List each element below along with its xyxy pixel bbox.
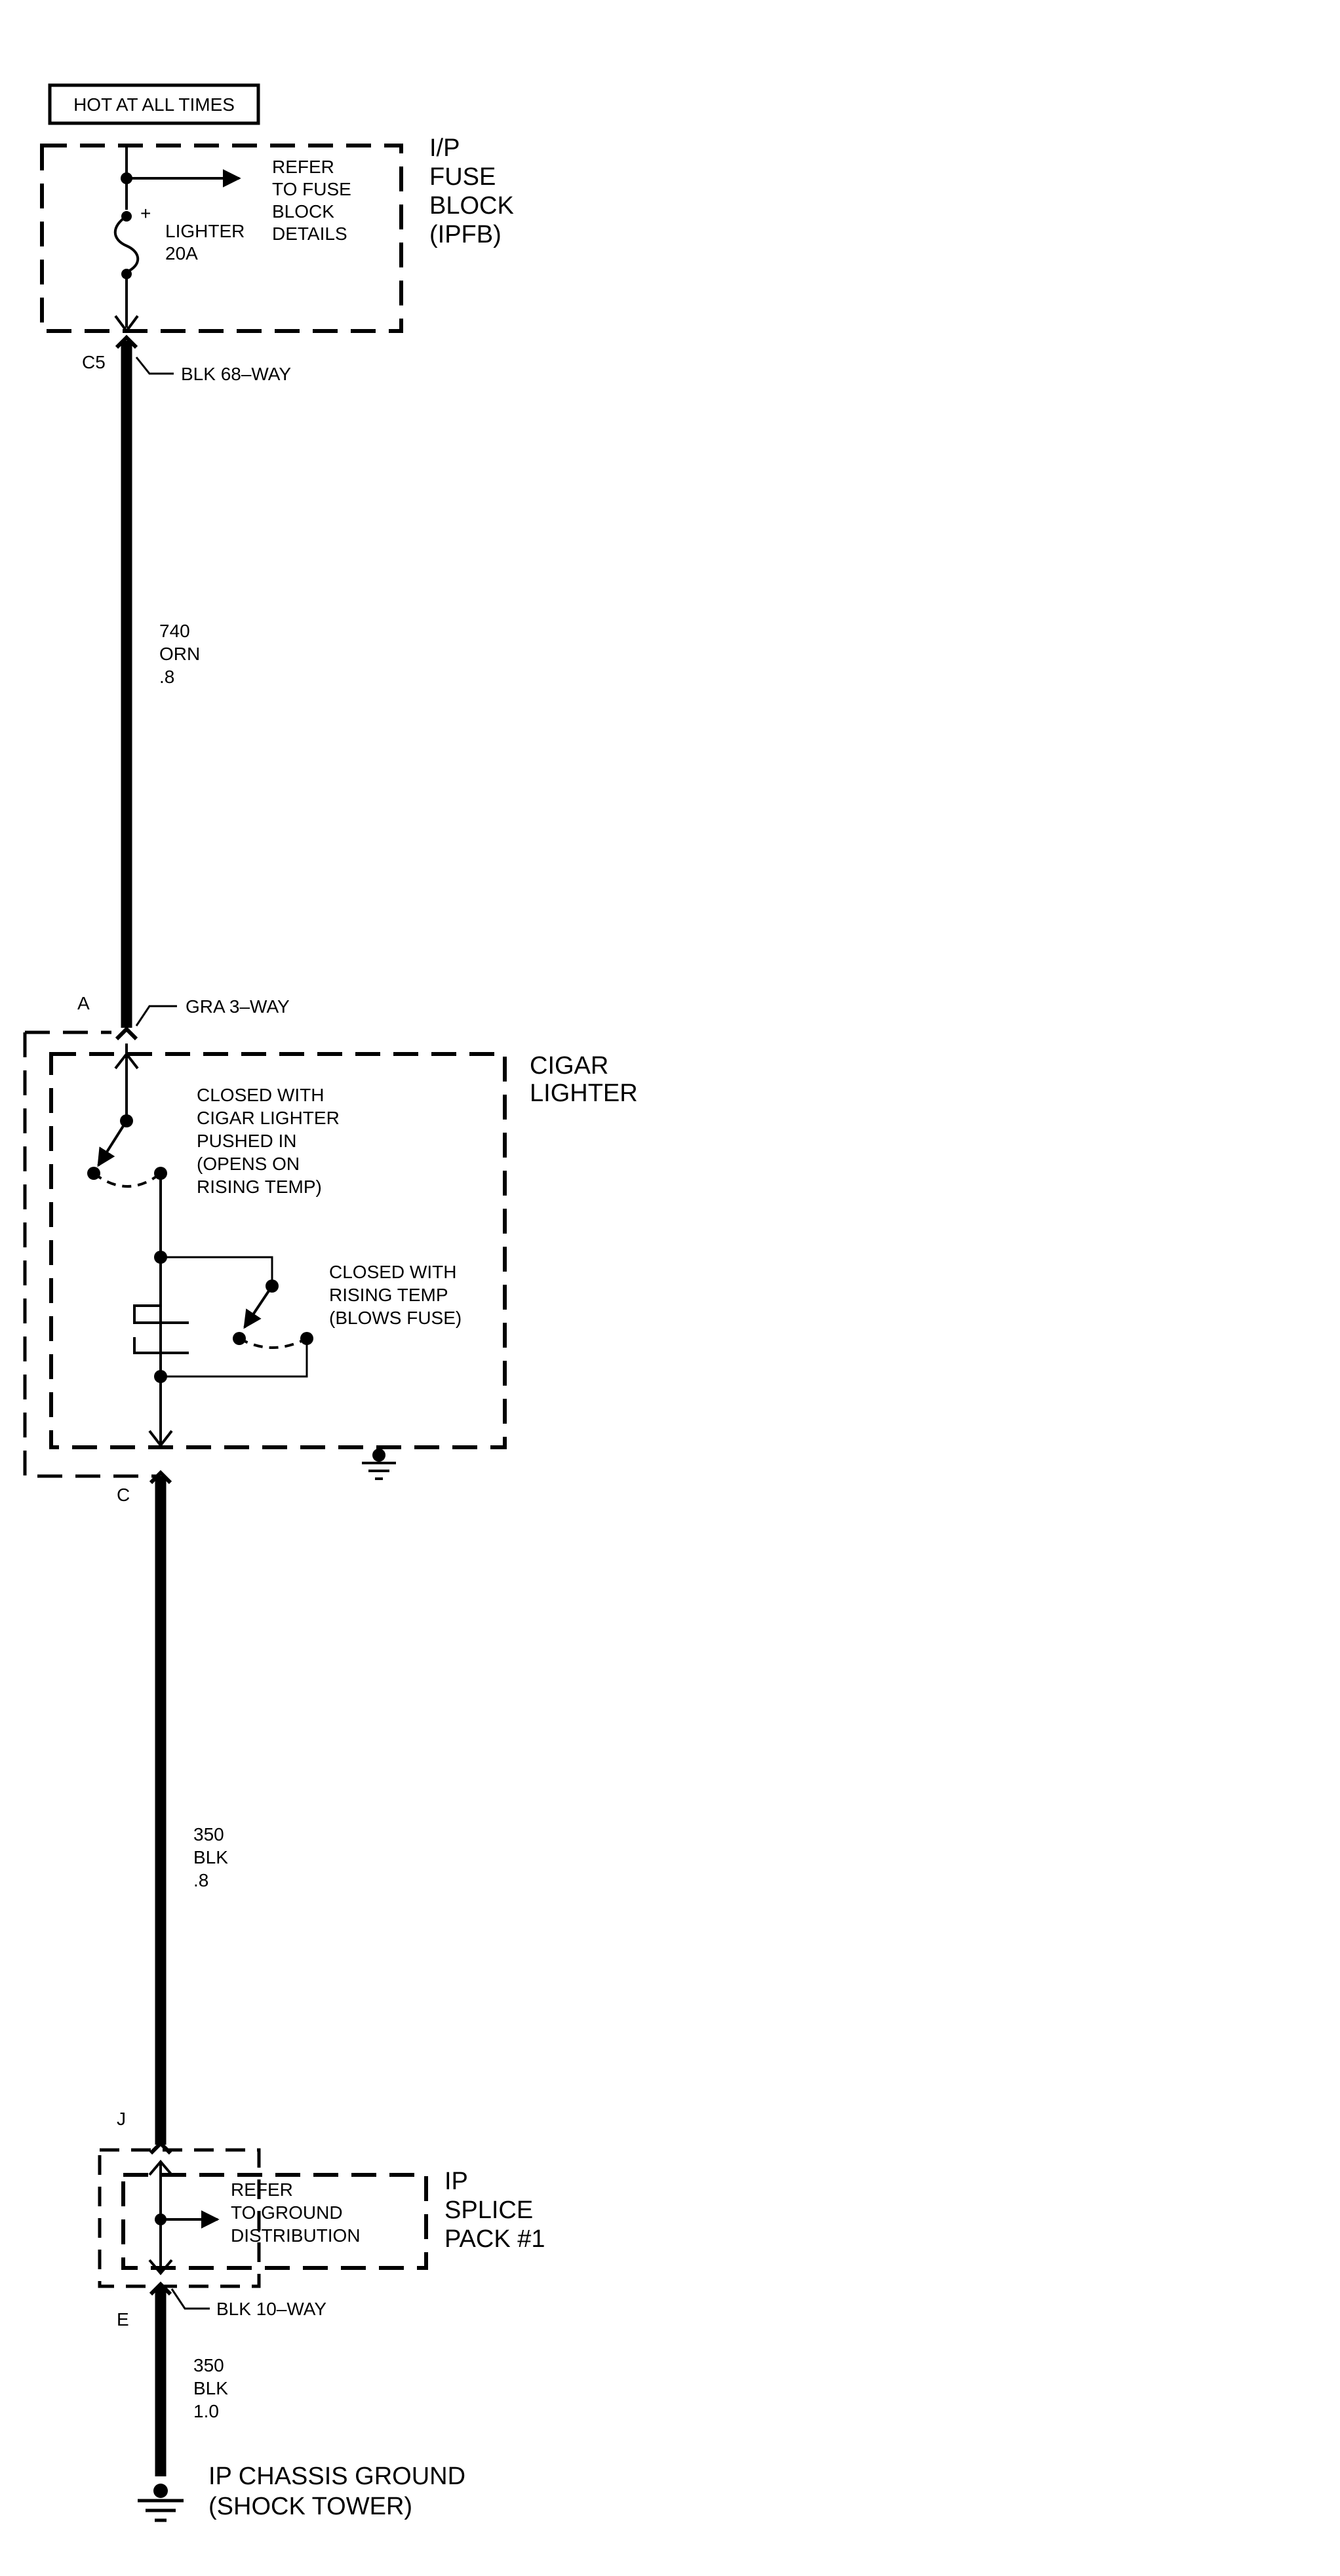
fuse-label-line1: LIGHTER [165,221,245,241]
switch1-text-line1: CLOSED WITH [197,1085,324,1105]
fuse-block-name-line4: (IPFB) [429,221,502,248]
connector-e-label: BLK 10–WAY [216,2299,326,2319]
wire-740-gauge: .8 [159,667,174,687]
switch1-text-line2: CIGAR LIGHTER [197,1108,340,1128]
connector-j-pin: J [117,2109,126,2129]
fuse-symbol [113,215,140,273]
fuse-refer-line3: BLOCK [272,201,334,222]
heating-element-symbol [133,1304,189,1354]
ip-fuse-block: + LIGHTER 20A REFER TO FUSE BLOCK DETAIL… [40,134,514,334]
fuse-label-line2: 20A [165,243,198,263]
switch2-text-line2: RISING TEMP [329,1285,448,1305]
cigar-lighter-name-line1: CIGAR [530,1052,608,1080]
switch2-text-line3: (BLOWS FUSE) [329,1308,462,1328]
wire-350-upper-circuit: 350 [193,1824,224,1844]
ip-splice-pack: REFER TO GROUND DISTRIBUTION IP SPLICE P… [98,2148,545,2288]
wire-350-lower-gauge: 1.0 [193,2401,219,2421]
wire-740-color: ORN [159,644,200,664]
wire-350-upper-gauge: .8 [193,1870,208,1890]
connector-a-pin: A [77,993,90,1013]
fuse-plus-sign: + [140,203,151,224]
switch1-text-line3: PUSHED IN [197,1131,296,1151]
wire-350-lower-color: BLK [193,2378,228,2398]
splice-pack-name-line2: SPLICE [444,2196,533,2224]
splice-refer-line3: DISTRIBUTION [231,2225,361,2246]
ground-label-line1: IP CHASSIS GROUND [208,2463,465,2490]
switch1-text-line5: RISING TEMP) [197,1177,322,1197]
chassis-ground: IP CHASSIS GROUND (SHOCK TOWER) [138,2463,465,2522]
connector-c-pin: C [117,1485,130,1505]
ground-label-line2: (SHOCK TOWER) [208,2493,412,2520]
connector-c: C [117,1470,172,1505]
wire-350-upper-color: BLK [193,1847,228,1867]
fuse-block-name-line1: I/P [429,134,460,162]
fuse-block-name-line3: BLOCK [429,192,514,220]
connector-c5-pin: C5 [82,352,106,372]
connector-c5: C5 BLK 68–WAY [82,334,291,384]
splice-pack-name-line3: PACK #1 [444,2225,545,2253]
switch1-text-line4: (OPENS ON [197,1154,300,1174]
cigar-lighter: CLOSED WITH CIGAR LIGHTER PUSHED IN (OPE… [23,1030,638,1480]
connector-a-label: GRA 3–WAY [186,996,290,1017]
splice-refer-line2: TO GROUND [231,2202,343,2223]
fuse-refer-line4: DETAILS [272,224,347,244]
connector-e-pin: E [117,2309,129,2330]
splice-refer-line1: REFER [231,2179,293,2200]
connector-a: A GRA 3–WAY [77,993,290,1041]
hot-at-all-times-label: HOT AT ALL TIMES [73,94,235,115]
connector-c5-label: BLK 68–WAY [181,364,291,384]
switch2-text-line1: CLOSED WITH [329,1262,456,1282]
wire-740-circuit: 740 [159,621,190,641]
hot-at-all-times-box: HOT AT ALL TIMES [48,83,260,125]
fuse-refer-line1: REFER [272,157,334,177]
cigar-lighter-name-line2: LIGHTER [530,1080,638,1107]
wire-350-lower-circuit: 350 [193,2355,224,2375]
connector-e: E BLK 10–WAY [117,2281,326,2330]
fuse-block-name-line2: FUSE [429,163,496,191]
splice-pack-name-line1: IP [444,2168,468,2195]
fuse-refer-line2: TO FUSE [272,179,351,199]
